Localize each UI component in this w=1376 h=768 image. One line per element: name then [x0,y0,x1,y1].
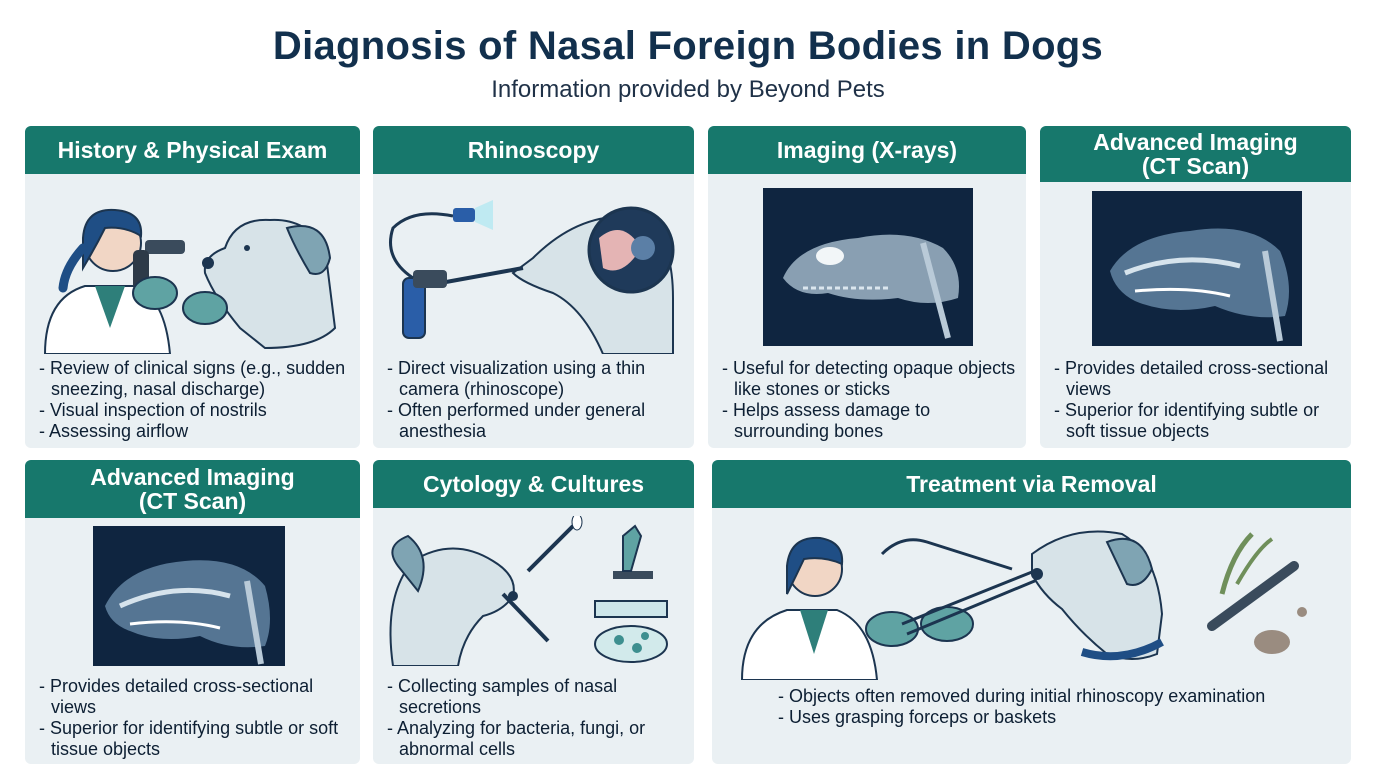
bullet-item: Often performed under general anesthesia [387,400,686,442]
card-history-physical-exam: History & Physical Exam Review of clinic… [25,126,360,448]
card-title: History & Physical Exam [57,137,328,163]
card-imaging-xrays: Imaging (X-rays) Useful for detecting op… [708,126,1026,448]
bullet-item: Assessing airflow [39,421,352,442]
bullet-item: Provides detailed cross-sectional views [1054,358,1343,400]
card-title-line: Advanced Imaging [90,464,295,490]
bullet-item: Analyzing for bacteria, fungi, or abnorm… [387,718,686,760]
card-treatment-via-removal: Treatment via Removal Objects often remo… [712,460,1351,764]
dog-skull-xray-icon [708,188,1026,346]
card-header: History & Physical Exam [25,126,360,174]
page-subtitle: Information provided by Beyond Pets [491,76,885,103]
card-title: Imaging (X-rays) [776,137,958,163]
card-title-line: Advanced Imaging [1093,129,1298,155]
bullet-item: Objects often removed during initial rhi… [778,686,1331,707]
card-title: Treatment via Removal [906,471,1157,497]
dog-head-ct-scan-icon [1040,191,1351,346]
bullet-item: Superior for identifying subtle or soft … [39,718,352,760]
card-header: Cytology & Cultures [373,460,694,508]
card-header: Advanced Imaging (CT Scan) [25,460,360,518]
bullet-item: Helps assess damage to surrounding bones [722,400,1018,442]
swab-microscope-petri-dish-icon [373,516,694,666]
bullet-item: Superior for identifying subtle or soft … [1054,400,1343,442]
bullet-item: Uses grasping forceps or baskets [778,707,1331,728]
rhinoscope-camera-in-dog-nose-icon [373,178,694,354]
card-title-line: (CT Scan) [138,488,247,514]
card-cytology-cultures: Cytology & Cultures Collecting samples o… [373,460,694,764]
card-title: Cytology & Cultures [422,471,645,497]
card-title: Rhinoscopy [467,137,600,163]
card-advanced-imaging-ct-bottom: Advanced Imaging (CT Scan) Provides deta… [25,460,360,764]
card-title-line: (CT Scan) [1141,153,1250,179]
card-header: Imaging (X-rays) [708,126,1026,174]
page-title: Diagnosis of Nasal Foreign Bodies in Dog… [272,24,1104,68]
bullet-item: Useful for detecting opaque objects like… [722,358,1018,400]
bullet-item: Direct visualization using a thin camera… [387,358,686,400]
vet-removing-object-with-forceps-icon [712,514,1351,680]
card-header: Rhinoscopy [373,126,694,174]
bullet-item: Collecting samples of nasal secretions [387,676,686,718]
card-header: Treatment via Removal [712,460,1351,508]
bullet-item: Visual inspection of nostrils [39,400,352,421]
bullet-item: Provides detailed cross-sectional views [39,676,352,718]
card-advanced-imaging-ct-top: Advanced Imaging (CT Scan) Provides deta… [1040,126,1351,448]
vet-examining-dog-nose-with-otoscope-icon [25,178,360,354]
card-rhinoscopy: Rhinoscopy Direct visualization using a … [373,126,694,448]
dog-head-ct-scan-icon [25,526,360,666]
card-header: Advanced Imaging (CT Scan) [1040,126,1351,182]
bullet-item: Review of clinical signs (e.g., sudden s… [39,358,352,400]
